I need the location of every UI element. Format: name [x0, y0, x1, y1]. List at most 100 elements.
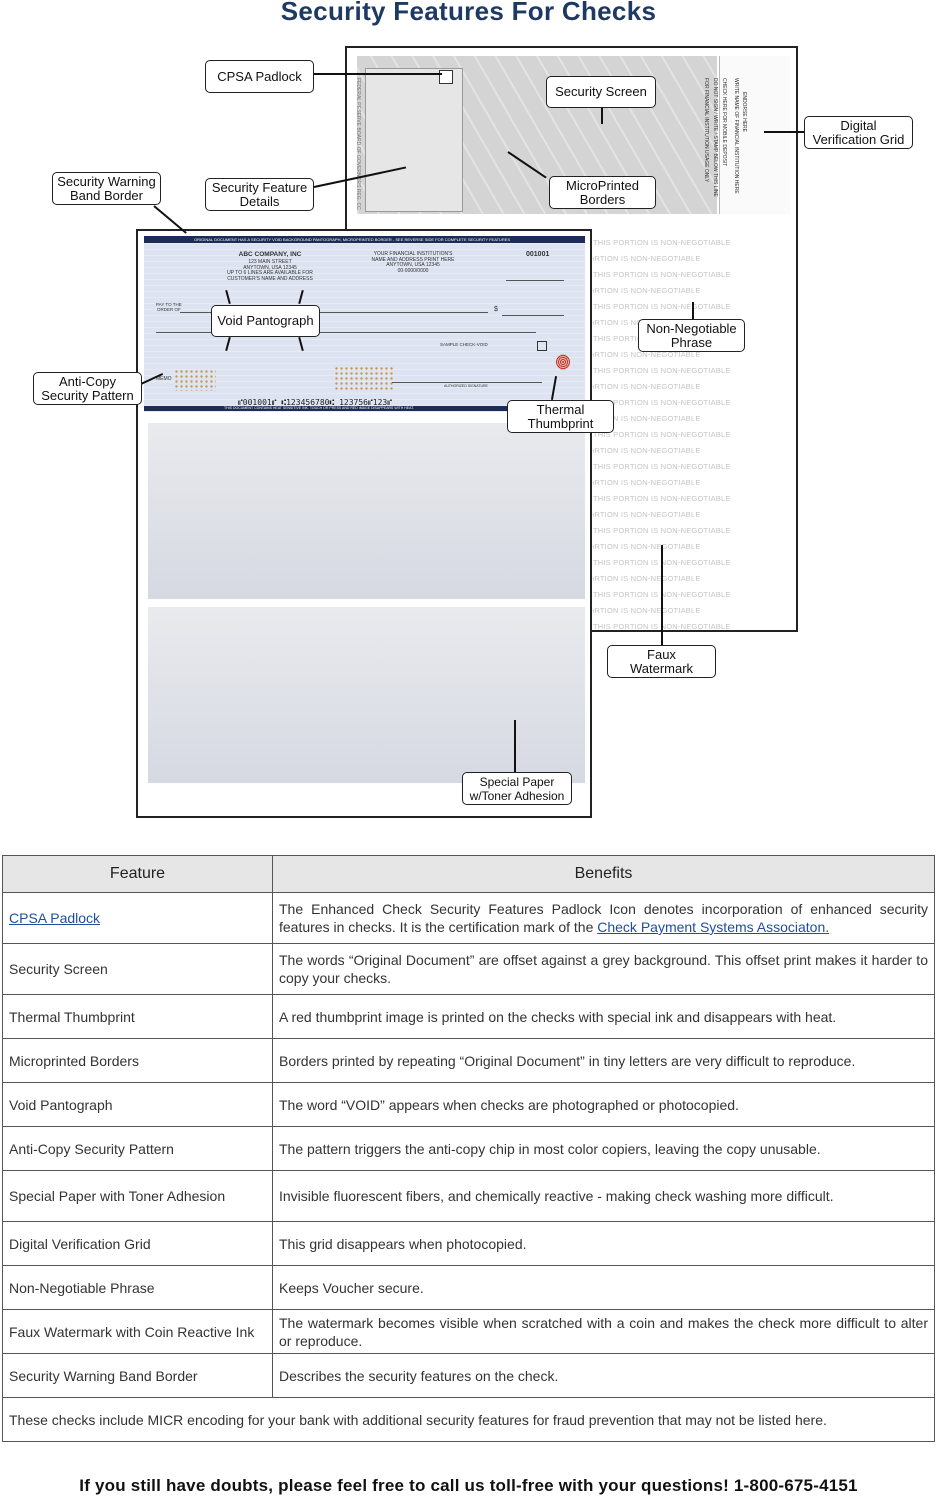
nn-row: THIS PORTION IS NON-NEGOTIABLE [593, 398, 731, 407]
benefit-cell: A red thumbprint image is printed on the… [272, 994, 935, 1039]
table-row: Anti-Copy Security Pattern The pattern t… [2, 1126, 935, 1171]
nn-row: THIS PORTION IS NON-NEGOTIABLE [593, 574, 701, 583]
benefit-text: The Enhanced Check Security Features Pad… [279, 901, 928, 935]
callout-digital-verification-grid: Digital Verification Grid [804, 116, 913, 149]
callout-security-warning-band-border: Security Warning Band Border [52, 172, 161, 205]
reserved-text: FEDERAL RESERVE BOARD OF GOVERNORS REG. … [355, 78, 361, 210]
benefit-cell: This grid disappears when photocopied. [272, 1221, 935, 1266]
leader-security-screen [601, 108, 603, 124]
nn-row: THIS PORTION IS NON-NEGOTIABLE [593, 238, 731, 247]
payee-line [180, 312, 488, 313]
leader-cpsa [314, 73, 442, 75]
feature-cell: Thermal Thumbprint [2, 994, 273, 1039]
callout-thermal-thumbprint: Thermal Thumbprint [507, 400, 614, 433]
table-row: Thermal Thumbprint A red thumbprint imag… [2, 994, 935, 1039]
nn-row: THIS PORTION IS NON-NEGOTIABLE [593, 302, 731, 311]
anti-copy-pattern-mid [334, 366, 394, 392]
callout-void-pantograph: Void Pantograph [211, 305, 320, 337]
check-number: 001001 [526, 251, 550, 258]
nn-row: THIS PORTION IS NON-NEGOTIABLE [593, 414, 701, 423]
nn-row: THIS PORTION IS NON-NEGOTIABLE [593, 542, 701, 551]
voucher-stub-1 [148, 423, 585, 599]
feature-cell: Security Warning Band Border [2, 1353, 273, 1398]
nn-row: THIS PORTION IS NON-NEGOTIABLE [593, 286, 701, 295]
leader-non-negotiable [692, 302, 694, 320]
benefit-cell: Borders printed by repeating “Original D… [272, 1038, 935, 1083]
top-band-text: ORIGINAL DOCUMENT HAS A SECURITY VOID BA… [194, 237, 511, 242]
company-name: ABC COMPANY, INC [238, 251, 302, 258]
benefit-cell: Invisible fluorescent fibers, and chemic… [272, 1170, 935, 1222]
benefit-cell: The Enhanced Check Security Features Pad… [272, 892, 935, 944]
security-warning-band-bottom: THIS DOCUMENT CONTAINS HEAT SENSITIVE IN… [144, 406, 585, 411]
nn-row: THIS PORTION IS NON-NEGOTIABLE [593, 478, 701, 487]
features-table: Feature Benefits CPSA Padlock The Enhanc… [2, 855, 935, 1442]
voucher-stub-2 [148, 607, 585, 783]
nn-row: THIS PORTION IS NON-NEGOTIABLE [593, 446, 701, 455]
table-row: Microprinted Borders Borders printed by … [2, 1038, 935, 1083]
endorsement-area [719, 56, 790, 214]
benefit-cell: The watermark becomes visible when scrat… [272, 1309, 935, 1354]
amount-words-line [156, 332, 536, 333]
bank-block: YOUR FINANCIAL INSTITUTION'S NAME AND AD… [371, 251, 455, 274]
benefit-cell: Keeps Voucher secure. [272, 1265, 935, 1310]
feature-cell: Non-Negotiable Phrase [2, 1265, 273, 1310]
security-warning-band-top: ORIGINAL DOCUMENT HAS A SECURITY VOID BA… [144, 236, 585, 243]
header-feature: Feature [2, 855, 273, 893]
nn-row: THIS PORTION IS NON-NEGOTIABLE [593, 366, 731, 375]
nn-row: THIS PORTION IS NON-NEGOTIABLE [593, 606, 701, 615]
pay-to-label: PAY TO THE ORDER OF [156, 302, 182, 312]
authorized-signature-label: AUTHORIZED SIGNATURE [444, 384, 488, 388]
do-not-write-text: DO NOT SIGN / WRITE / STAMP BELOW THIS L… [712, 78, 718, 197]
callout-security-feature-details: Security Feature Details [205, 178, 314, 211]
feature-cell: Special Paper with Toner Adhesion [2, 1170, 273, 1222]
check-face: ORIGINAL DOCUMENT HAS A SECURITY VOID BA… [144, 236, 585, 412]
callout-special-paper: Special Paper w/Toner Adhesion [462, 772, 572, 805]
non-negotiable-column: THIS PORTION IS NON-NEGOTIABLE THIS PORT… [593, 234, 798, 632]
anti-copy-pattern-left [174, 369, 216, 391]
nn-row: THIS PORTION IS NON-NEGOTIABLE [593, 350, 701, 359]
padlock-icon [537, 341, 547, 351]
footer-contact: If you still have doubts, please feel fr… [79, 1476, 858, 1495]
table-footnote: These checks include MICR encoding for y… [2, 1397, 935, 1442]
table-row: CPSA Padlock The Enhanced Check Security… [2, 892, 935, 944]
nn-row: THIS PORTION IS NON-NEGOTIABLE [593, 510, 701, 519]
benefit-cell: The words “Original Document” are offset… [272, 943, 935, 995]
table-footnote-row: These checks include MICR encoding for y… [2, 1397, 935, 1442]
header-benefits: Benefits [272, 855, 935, 893]
callout-faux-watermark: Faux Watermark [607, 645, 716, 678]
nn-row: THIS PORTION IS NON-NEGOTIABLE [593, 494, 731, 503]
table-row: Digital Verification Grid This grid disa… [2, 1221, 935, 1266]
benefit-cell: Describes the security features on the c… [272, 1353, 935, 1398]
table-row: Faux Watermark with Coin Reactive Ink Th… [2, 1309, 935, 1354]
feature-cell: Digital Verification Grid [2, 1221, 273, 1266]
fi-use-only-text: FOR FINANCIAL INSTITUTION USAGE ONLY [703, 78, 709, 183]
feature-cell: Security Screen [2, 943, 273, 995]
table-row: Void Pantograph The word “VOID” appears … [2, 1082, 935, 1127]
leader-special-paper [514, 720, 516, 772]
leader-faux-watermark [661, 545, 663, 645]
table-row: Special Paper with Toner Adhesion Invisi… [2, 1170, 935, 1222]
cpsa-padlock-link[interactable]: CPSA Padlock [9, 910, 101, 926]
callout-microprinted-borders: MicroPrinted Borders [549, 176, 656, 209]
nn-row: THIS PORTION IS NON-NEGOTIABLE [593, 254, 701, 263]
callout-anti-copy-security-pattern: Anti-Copy Security Pattern [33, 372, 142, 405]
cpsa-association-link[interactable]: Check Payment Systems Associaton. [597, 919, 830, 935]
bottom-band-text: THIS DOCUMENT CONTAINS HEAT SENSITIVE IN… [224, 406, 414, 410]
security-details-box [365, 68, 463, 212]
endorse-here-text: ENDORSE HERE [741, 92, 747, 133]
page-title: Security Features For Checks [280, 0, 657, 26]
feature-cell: Faux Watermark with Coin Reactive Ink [2, 1309, 273, 1354]
sample-void-text: SAMPLE CHECK-VOID [440, 342, 488, 347]
amount-box [502, 306, 564, 316]
check-front-panel: ORIGINAL DOCUMENT HAS A SECURITY VOID BA… [136, 229, 592, 818]
callout-cpsa-padlock: CPSA Padlock [205, 60, 314, 93]
feature-cell: CPSA Padlock [2, 892, 273, 944]
signature-line [392, 382, 542, 383]
feature-cell: Anti-Copy Security Pattern [2, 1126, 273, 1171]
date-line [506, 280, 564, 281]
benefit-cell: The pattern triggers the anti-copy chip … [272, 1126, 935, 1171]
feature-cell: Microprinted Borders [2, 1038, 273, 1083]
feature-cell: Void Pantograph [2, 1082, 273, 1127]
callout-security-screen: Security Screen [546, 76, 656, 108]
cpsa-padlock-icon [439, 70, 453, 84]
